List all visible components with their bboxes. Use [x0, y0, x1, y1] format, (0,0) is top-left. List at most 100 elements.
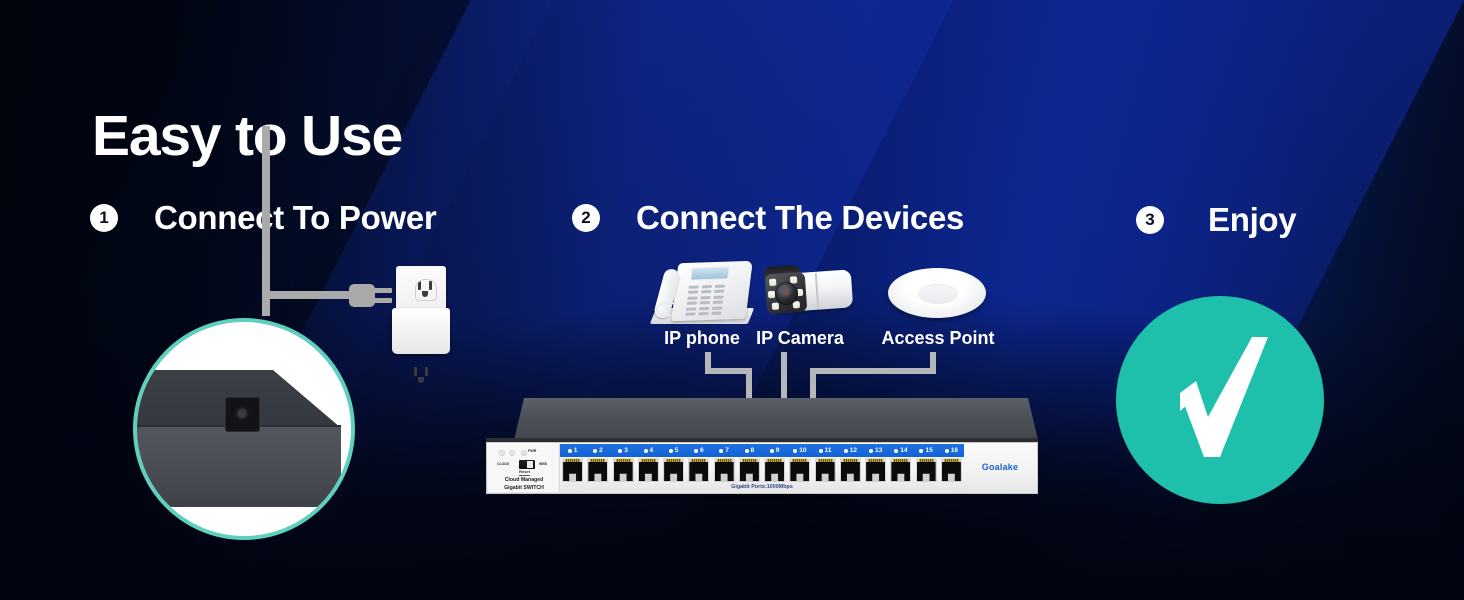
switch-rj45-port-2[interactable] — [587, 458, 609, 482]
switch-brand-logo: Goalake — [981, 462, 1019, 472]
switch-port-label-16: 16 — [950, 447, 959, 454]
switch-port-label-13: 13 — [874, 447, 883, 454]
switch-port-number-12: 12 — [838, 447, 863, 454]
switch-mode-controls: CLOUD WEB Reset — [496, 458, 558, 476]
switch-rj45-port-3[interactable] — [612, 458, 634, 482]
switch-mode-toggle[interactable] — [519, 460, 535, 469]
switch-jack-cell-1[interactable] — [560, 458, 585, 482]
switch-jack-cell-7[interactable] — [712, 458, 737, 482]
ip-phone-key — [699, 301, 711, 305]
switch-mode-label-cloud: CLOUD — [497, 462, 510, 466]
switch-rj45-opening-1 — [563, 462, 583, 481]
power-jack-closeup — [133, 318, 355, 540]
step-heading-1: 1 Connect To Power — [90, 199, 437, 237]
switch-port-number-14: 14 — [888, 447, 913, 454]
switch-rj45-port-11[interactable] — [814, 458, 836, 482]
switch-rj45-pins-3 — [615, 459, 631, 462]
switch-port-led-5 — [668, 448, 673, 453]
switch-port-number-11: 11 — [813, 447, 838, 454]
power-cable-corner — [262, 291, 270, 299]
switch-port-led-11 — [818, 448, 823, 453]
switch-jack-cell-13[interactable] — [863, 458, 888, 482]
outlet-slot-left — [418, 281, 421, 290]
switch-rj45-port-13[interactable] — [865, 458, 887, 482]
switch-jack-cell-15[interactable] — [914, 458, 939, 482]
switch-led-label: PWR — [528, 449, 537, 453]
ip-phone-key — [700, 295, 711, 300]
switch-jack-cell-16[interactable] — [939, 458, 964, 482]
power-cable-horizontal — [262, 291, 354, 299]
switch-model-text: Cloud Managed Gigabit SWITCH — [488, 477, 560, 492]
switch-rj45-opening-16 — [941, 462, 961, 481]
switch-top-panel — [514, 398, 1038, 440]
switch-port-label-9: 9 — [775, 447, 780, 454]
switch-rj45-pins-14 — [893, 459, 909, 462]
switch-drop-shadow — [510, 494, 1014, 500]
step-number-badge-1: 1 — [90, 204, 118, 232]
switch-port-led-6 — [694, 448, 699, 453]
switch-jack-cell-5[interactable] — [661, 458, 686, 482]
switch-port-label-12: 12 — [849, 447, 858, 454]
switch-rj45-pins-2 — [590, 459, 606, 462]
switch-port-led-4 — [643, 448, 648, 453]
step-number-badge-3: 3 — [1136, 206, 1164, 234]
switch-led-1 — [499, 450, 505, 456]
switch-rj45-port-7[interactable] — [713, 458, 735, 482]
switch-rj45-opening-9 — [765, 462, 785, 481]
switch-jack-cell-14[interactable] — [888, 458, 913, 482]
switch-rj45-opening-6 — [689, 462, 709, 481]
ip-phone-key — [711, 311, 722, 315]
switch-rj45-opening-5 — [664, 462, 684, 481]
switch-rj45-port-14[interactable] — [890, 458, 912, 482]
ip-phone-cord — [655, 302, 677, 318]
switch-rj45-port-16[interactable] — [940, 458, 962, 482]
switch-jack-cell-9[interactable] — [762, 458, 787, 482]
switch-port-led-3 — [618, 448, 623, 453]
switch-rj45-port-1[interactable] — [562, 458, 584, 482]
switch-rj45-port-6[interactable] — [688, 458, 710, 482]
switch-rj45-pins-9 — [767, 459, 783, 462]
switch-rj45-pins-12 — [842, 459, 858, 462]
ip-camera-icon — [750, 262, 854, 324]
switch-rj45-port-9[interactable] — [764, 458, 786, 482]
outlet-slot-left-2 — [414, 367, 417, 376]
access-point-icon — [888, 264, 986, 324]
switch-port-number-10: 10 — [787, 447, 812, 454]
switch-port-number-7: 7 — [712, 447, 737, 454]
switch-rj45-port-4[interactable] — [637, 458, 659, 482]
access-point-center — [918, 284, 958, 304]
switch-led-2 — [509, 450, 515, 456]
switch-rj45-port-10[interactable] — [789, 458, 811, 482]
step-label-2: Connect The Devices — [636, 199, 965, 236]
ip-phone-icon — [645, 252, 755, 334]
cable-ip-phone-vertical-a — [705, 352, 711, 374]
switch-mode-label-web: WEB — [539, 462, 547, 466]
switch-jack-cell-11[interactable] — [813, 458, 838, 482]
switch-jack-cell-3[interactable] — [611, 458, 636, 482]
switch-jack-cell-8[interactable] — [737, 458, 762, 482]
switch-port-label-8: 8 — [750, 447, 755, 454]
switch-rj45-port-8[interactable] — [738, 458, 760, 482]
outlet-socket-bottom — [410, 365, 432, 385]
switch-rj45-port-5[interactable] — [663, 458, 685, 482]
switch-jack-cell-6[interactable] — [686, 458, 711, 482]
switch-port-label-4: 4 — [649, 447, 654, 454]
switch-rj45-port-12[interactable] — [839, 458, 861, 482]
switch-rj45-opening-7 — [714, 462, 734, 481]
ip-phone-key — [714, 289, 725, 294]
switch-led-pwr — [521, 450, 527, 456]
outlet-adapter-face — [392, 308, 450, 383]
switch-reset-label[interactable]: Reset — [519, 469, 530, 476]
switch-jack-cell-12[interactable] — [838, 458, 863, 482]
switch-port-led-10 — [793, 448, 798, 453]
switch-rj45-port-15[interactable] — [915, 458, 937, 482]
switch-port-number-16: 16 — [939, 447, 964, 454]
switch-jack-cell-2[interactable] — [585, 458, 610, 482]
ip-phone-handset — [652, 265, 701, 320]
switch-port-label-6: 6 — [700, 447, 704, 454]
switch-jack-cell-4[interactable] — [636, 458, 661, 482]
switch-port-led-1 — [567, 448, 572, 453]
switch-jack-cell-10[interactable] — [787, 458, 812, 482]
switch-rj45-pins-10 — [792, 459, 808, 462]
